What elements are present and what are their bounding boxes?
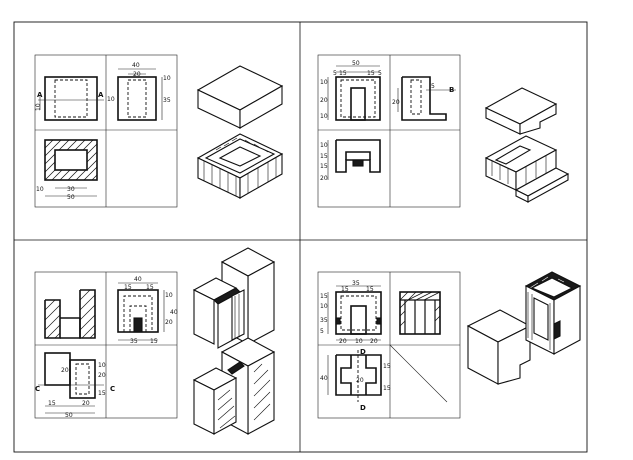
dim-p3-40: 40	[134, 276, 142, 283]
dim-p4-35: 35	[352, 280, 360, 287]
dim-p4-40: 40	[320, 375, 328, 382]
panel-3-orthographic: 40 15 15 10 20 40 35 15 C C 10 20 15 20 …	[34, 271, 178, 419]
panel-4-isometric	[466, 271, 582, 385]
dim-p2-front-15b: 15	[320, 163, 328, 170]
dim-p4-35-left: 35	[320, 317, 328, 324]
dim-p4-20b: 20	[370, 338, 378, 345]
dim-p2-15a: 15	[339, 70, 347, 77]
dim-p2-5b: 5	[378, 70, 382, 77]
dim-p2-side-5: 5	[431, 83, 435, 90]
dim-p3-front-15b: 15	[48, 400, 56, 407]
dim-p3-front-20c: 20	[82, 400, 90, 407]
dim-p4-front-20: 20	[356, 377, 364, 384]
dim-p2-50: 50	[352, 60, 360, 67]
dim-p4-15b: 15	[366, 286, 374, 293]
dim-p4-15-left: 15	[320, 293, 328, 300]
sheet-border	[13, 21, 588, 453]
panel-4-orthographic: 35 15 15 15 10 35 5 20 10 20 D D	[317, 271, 461, 419]
dim-p1-40: 40	[132, 62, 140, 69]
dim-p1-10-bottom: 10	[36, 186, 44, 193]
dim-p1-10-side: 10	[163, 75, 171, 82]
panel-1-orthographic: A A 10 40 20 10 35 10 30 50	[34, 54, 178, 208]
dim-p2-20: 20	[320, 97, 328, 104]
dim-p1-35: 35	[163, 97, 171, 104]
panel-3-isometric	[192, 247, 276, 435]
dim-p3-right-40: 40	[170, 309, 178, 316]
dim-p3-front-20b: 20	[61, 367, 69, 374]
dim-p3-bot-15: 15	[150, 338, 158, 345]
panel-2-orthographic: 50 15 15 5 5 10 20 10 B 20 5 10 15 15 20	[317, 54, 461, 208]
dim-p2-10b: 10	[320, 113, 328, 120]
dim-p1-30: 30	[67, 186, 75, 193]
dim-p4-front-15a: 15	[383, 363, 391, 370]
dim-p3-15a: 15	[124, 284, 132, 291]
dim-p3-20: 20	[165, 319, 173, 326]
dim-p3-15b: 15	[146, 284, 154, 291]
dim-p3-10: 10	[165, 292, 173, 299]
dim-p2-front-15a: 15	[320, 153, 328, 160]
dim-p4-20a: 20	[339, 338, 347, 345]
section-label-a-right: A	[98, 91, 104, 99]
section-label-d-bottom: D	[360, 404, 366, 412]
dim-p4-10: 10	[355, 338, 363, 345]
dim-p1-front-10: 10	[35, 103, 42, 111]
dim-p4-15a: 15	[341, 286, 349, 293]
dim-p3-50: 50	[65, 412, 73, 419]
dim-p4-front-15b: 15	[383, 385, 391, 392]
panel-1-isometric	[196, 65, 284, 199]
section-label-c-right: C	[110, 385, 115, 393]
dim-p3-35: 35	[130, 338, 138, 345]
dim-p2-front-10: 10	[320, 142, 328, 149]
dim-p1-20: 20	[133, 71, 141, 78]
dim-p1-50: 50	[67, 194, 75, 201]
section-label-d-top: D	[360, 348, 366, 356]
dim-p2-5a: 5	[333, 70, 337, 77]
dim-p2-side-20: 20	[392, 99, 400, 106]
dim-p3-front-15: 15	[98, 390, 106, 397]
dim-p4-5-left: 5	[320, 328, 324, 335]
dim-p2-front-20: 20	[320, 175, 328, 182]
dim-p2-10a: 10	[320, 79, 328, 86]
dim-p4-10-left: 10	[320, 303, 328, 310]
dim-p2-15b: 15	[367, 70, 375, 77]
dim-p1-10-left: 10	[107, 96, 115, 103]
dim-p3-front-20a: 20	[98, 372, 106, 379]
section-label-c-left: C	[35, 385, 40, 393]
section-label-b: B	[449, 86, 454, 94]
dim-p3-front-10: 10	[98, 362, 106, 369]
panel-2-isometric	[484, 87, 570, 203]
